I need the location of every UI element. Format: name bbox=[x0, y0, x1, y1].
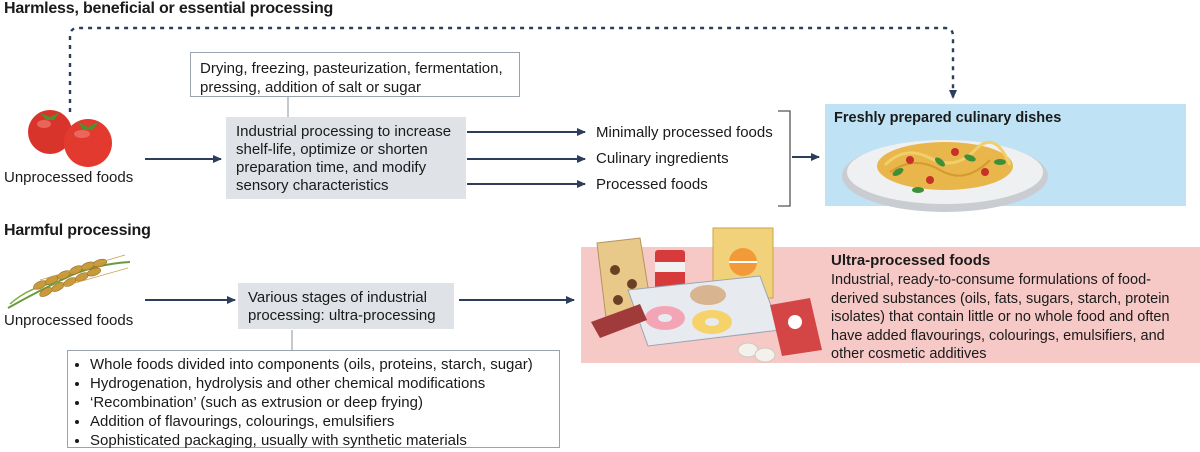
processing-methods-note: Drying, freezing, pasteurization, fermen… bbox=[190, 52, 520, 97]
ultra-processed-title: Ultra-processed foods bbox=[831, 252, 991, 269]
step-item: Hydrogenation, hydrolysis and other chem… bbox=[90, 374, 551, 393]
harmless-processing-heading: Harmless, beneficial or essential proces… bbox=[4, 0, 334, 17]
output-processed-foods: Processed foods bbox=[596, 176, 708, 193]
top-unprocessed-foods-label: Unprocessed foods bbox=[4, 169, 134, 186]
step-item: Whole foods divided into components (oil… bbox=[90, 355, 551, 374]
output-minimally-processed: Minimally processed foods bbox=[596, 124, 773, 141]
output-culinary-ingredients: Culinary ingredients bbox=[596, 150, 729, 167]
step-item: ‘Recombination’ (such as extrusion or de… bbox=[90, 393, 551, 412]
wheat-icon bbox=[7, 254, 131, 309]
outputs-bracket bbox=[778, 110, 791, 207]
ultra-processing-box: Various stages of industrial processing:… bbox=[238, 283, 454, 329]
ultra-processed-description: Industrial, ready-to-consume formulation… bbox=[831, 272, 1170, 362]
ultra-processing-steps-note: Whole foods divided into components (oil… bbox=[67, 350, 560, 450]
step-item: Addition of flavourings, colourings, emu… bbox=[90, 412, 551, 431]
pasta-plate-icon bbox=[842, 140, 1048, 212]
tomato-icon bbox=[28, 110, 112, 167]
dashed-bypass-arrow bbox=[68, 26, 957, 112]
steps-list: Whole foods divided into components (oil… bbox=[76, 355, 551, 450]
industrial-processing-box: Industrial processing to increase shelf-… bbox=[226, 117, 466, 199]
bottom-unprocessed-foods-label: Unprocessed foods bbox=[4, 312, 134, 329]
step-item: Sophisticated packaging, usually with sy… bbox=[90, 431, 551, 450]
fresh-dishes-title: Freshly prepared culinary dishes bbox=[834, 110, 1062, 126]
harmful-processing-heading: Harmful processing bbox=[4, 222, 151, 239]
packaged-foods-icon bbox=[591, 227, 822, 363]
